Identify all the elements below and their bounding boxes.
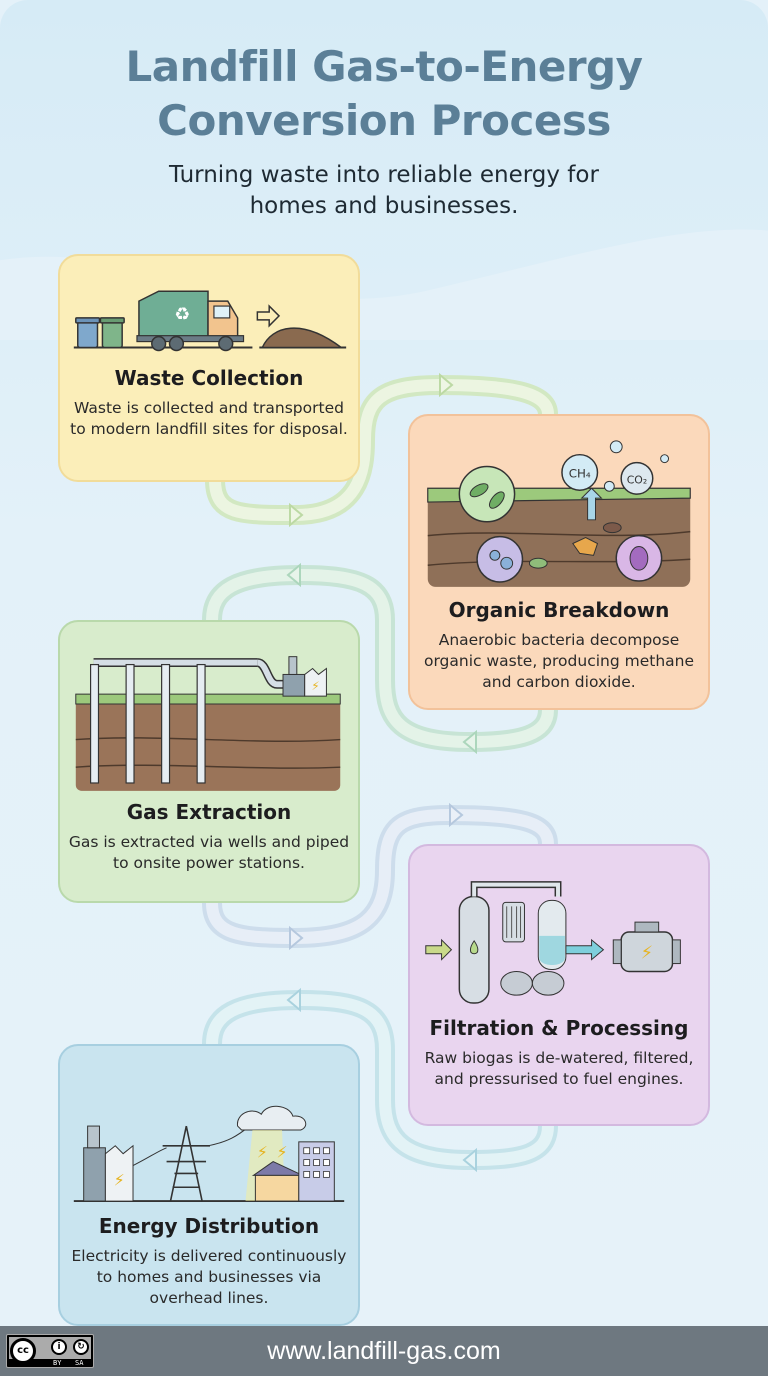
step-title: Energy Distribution xyxy=(98,1214,320,1238)
svg-text:CO₂: CO₂ xyxy=(627,473,647,486)
step-title: Organic Breakdown xyxy=(448,598,670,622)
svg-text:⚡: ⚡ xyxy=(257,1143,268,1162)
filtration-plant-icon: ⚡ xyxy=(425,881,681,1004)
page-title: Landfill Gas-to-Energy Conversion Proces… xyxy=(125,42,644,145)
svg-text:⚡: ⚡ xyxy=(641,944,653,964)
step-card-energy-distribution: ⚡ ⚡ ⚡ Energy Distribution Electricity is… xyxy=(58,1044,360,1326)
header: Landfill Gas-to-Energy Conversion Proces… xyxy=(0,40,768,222)
bacteria-soil-icon: CH₄ CO₂ xyxy=(427,440,691,587)
website-url[interactable]: www.landfill-gas.com xyxy=(267,1337,501,1365)
step-description: Waste is collected and transported to mo… xyxy=(70,399,348,438)
step-card-waste-collection: ♻ Waste Collection Waste is collected an… xyxy=(58,254,360,482)
share-alike-icon: ↻ xyxy=(73,1339,89,1355)
svg-text:⚡: ⚡ xyxy=(276,1143,287,1162)
cc-by-sa-license-icon[interactable]: cc i ↻ BY SA xyxy=(6,1334,94,1368)
step-title: Waste Collection xyxy=(114,366,304,390)
step-description: Gas is extracted via wells and piped to … xyxy=(68,833,350,872)
cc-icon: cc xyxy=(10,1338,36,1364)
gas-wells-icon: ⚡ xyxy=(75,656,341,791)
step-title: Gas Extraction xyxy=(126,800,292,824)
garbage-truck-icon: ♻ xyxy=(73,290,347,352)
svg-text:⚡: ⚡ xyxy=(311,679,319,693)
step-title: Filtration & Processing xyxy=(429,1016,689,1040)
step-card-gas-extraction: ⚡ Gas Extraction Gas is extracted via we… xyxy=(58,620,360,903)
attribution-icon: i xyxy=(51,1339,67,1355)
step-description: Raw biogas is de-watered, filtered, and … xyxy=(424,1049,694,1088)
footer: cc i ↻ BY SA www.landfill-gas.com xyxy=(0,1326,768,1376)
power-grid-icon: ⚡ ⚡ ⚡ xyxy=(73,1105,345,1203)
step-card-organic-breakdown: CH₄ CO₂ Organic Breakdown Anaerobic bact… xyxy=(408,414,710,710)
step-card-filtration-processing: ⚡ Filtration & Processing Raw biogas is … xyxy=(408,844,710,1126)
page-subtitle: Turning waste into reliable energy for h… xyxy=(169,162,599,219)
svg-text:♻: ♻ xyxy=(174,305,190,325)
infographic: Landfill Gas-to-Energy Conversion Proces… xyxy=(0,0,768,1326)
step-description: Anaerobic bacteria decompose organic was… xyxy=(423,631,695,691)
svg-text:CH₄: CH₄ xyxy=(569,466,591,480)
step-description: Electricity is delivered continuously to… xyxy=(71,1247,347,1307)
svg-text:⚡: ⚡ xyxy=(114,1170,125,1189)
